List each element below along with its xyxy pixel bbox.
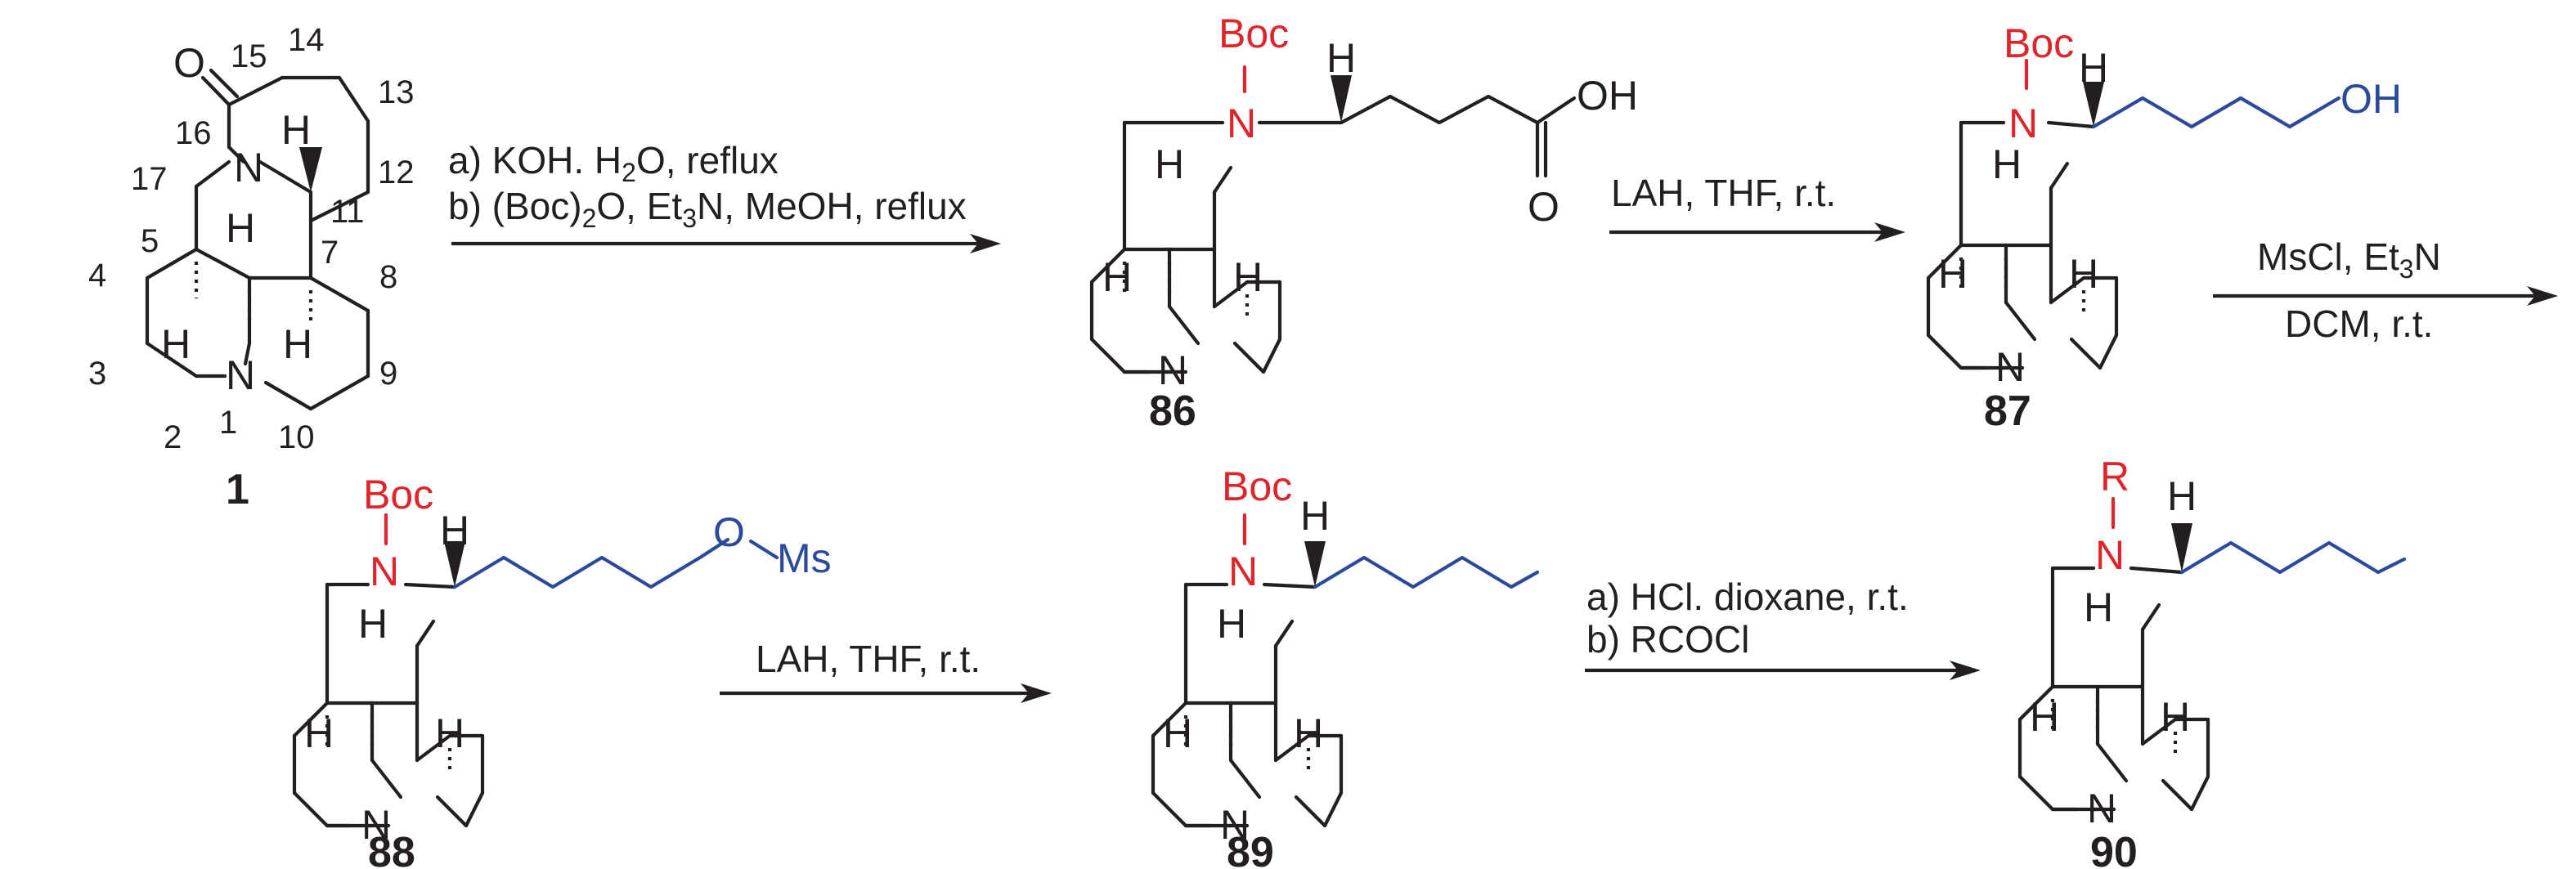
c1-pos-1: 1	[219, 405, 237, 441]
c1-pos-12: 12	[378, 155, 415, 190]
c1-h11: H	[281, 107, 311, 153]
c90-n: N	[2095, 532, 2125, 578]
compound-label-1: 1	[226, 466, 249, 513]
c1-h6: H	[226, 205, 255, 251]
c1-pos-14: 14	[288, 22, 325, 58]
compound-90: R N H H H H N 90	[2020, 454, 2407, 869]
c90-h-wedge: H	[2167, 473, 2197, 519]
c89-h-wedge: H	[1300, 493, 1330, 539]
c1-pos-4: 4	[88, 258, 106, 293]
step3-condition-top: MsCl, Et3N	[2257, 235, 2441, 284]
c87-h-left: H	[1938, 251, 1968, 297]
step4-condition: LAH, THF, r.t.	[756, 638, 981, 680]
c1-pos-2: 2	[164, 419, 182, 455]
c88-ms: Ms	[777, 535, 832, 581]
c1-pos-5: 5	[141, 223, 159, 259]
step-1: a) KOH. H2O, reflux b) (Boc)2O, Et3N, Me…	[448, 139, 1001, 253]
c1-pos-8: 8	[379, 259, 397, 295]
c87-boc: Boc	[2004, 20, 2074, 66]
c1-pos-10: 10	[278, 419, 315, 455]
c1-pos-9: 9	[379, 356, 397, 392]
c88-h-center: H	[358, 601, 388, 647]
c88-h-left: H	[304, 710, 334, 756]
c86-h-left: H	[1102, 254, 1132, 300]
c90-h-right: H	[2161, 694, 2190, 740]
c1-n1: N	[226, 352, 255, 398]
c86-h-center: H	[1155, 141, 1184, 187]
step-5: a) HCl. dioxane, r.t. b) RCOCl	[1585, 576, 1981, 680]
c89-h-left: H	[1163, 710, 1192, 756]
c87-h-wedge: H	[2079, 45, 2108, 91]
c1-pos-13: 13	[378, 74, 415, 110]
c1-carbonyl-oxygen: O	[173, 40, 205, 86]
step5-condition-a: a) HCl. dioxane, r.t.	[1586, 576, 1909, 618]
c1-pos-15: 15	[231, 38, 267, 74]
c88-boc: Boc	[363, 472, 433, 517]
step-3: MsCl, Et3N DCM, r.t.	[2213, 235, 2558, 345]
step3-condition-bottom: DCM, r.t.	[2285, 302, 2433, 345]
c88-h-wedge: H	[440, 508, 469, 553]
compound-88: Boc N H O Ms H H H N 88	[294, 472, 832, 869]
c1-pos-16: 16	[175, 115, 212, 151]
c87-n-boc: N	[2008, 101, 2038, 146]
step1-condition-a: a) KOH. H2O, reflux	[448, 139, 779, 187]
c90-r: R	[2100, 454, 2129, 499]
c1-pos-11: 11	[330, 194, 365, 230]
c88-n-boc: N	[370, 549, 399, 594]
compound-label-89: 89	[1227, 829, 1274, 869]
c1-h7: H	[283, 321, 312, 367]
c90-h-left: H	[2030, 694, 2059, 740]
c89-n-boc: N	[1228, 549, 1258, 594]
c86-acid-oh: OH	[1577, 73, 1638, 119]
step5-condition-b: b) RCOCl	[1586, 618, 1749, 661]
step2-condition: LAH, THF, r.t.	[1611, 172, 1836, 214]
c86-h-wedge: H	[1326, 35, 1356, 81]
compound-86: Boc N H OH O H H H N 86	[1092, 11, 1638, 435]
compound-label-86: 86	[1149, 387, 1196, 435]
c86-boc: Boc	[1218, 11, 1289, 56]
c87-h-center: H	[1992, 141, 2022, 187]
compound-87: Boc N H OH H H H N 87	[1928, 20, 2402, 435]
c86-acid-o: O	[1528, 184, 1560, 230]
step-4: LAH, THF, r.t.	[720, 638, 1052, 703]
compound-label-90: 90	[2090, 829, 2138, 869]
c88-n-ring: N	[361, 802, 391, 848]
step-2: LAH, THF, r.t.	[1609, 172, 1905, 242]
c88-h-right: H	[435, 710, 464, 756]
c88-o: O	[713, 509, 745, 555]
c87-oh: OH	[2340, 76, 2402, 122]
compound-label-88: 88	[368, 829, 415, 869]
c86-n-boc: N	[1227, 101, 1256, 146]
c90-h-center: H	[2084, 585, 2113, 630]
c87-n-ring: N	[1995, 344, 2025, 390]
c89-h-center: H	[1217, 601, 1246, 647]
c89-boc: Boc	[1222, 464, 1292, 509]
c87-h-right: H	[2069, 251, 2098, 297]
c1-pos-3: 3	[88, 356, 106, 392]
c1-pos-17: 17	[131, 161, 168, 197]
c89-h-right: H	[1294, 710, 1323, 756]
compound-1: O N N H H H H 15 14 13 16 12 17 11 5 7 4…	[88, 22, 415, 513]
step1-condition-b: b) (Boc)2O, Et3N, MeOH, reflux	[448, 185, 967, 233]
c1-pos-7: 7	[321, 235, 339, 271]
c90-n-ring: N	[2087, 786, 2116, 831]
c89-n-ring: N	[1220, 802, 1250, 848]
c86-n-ring: N	[1158, 347, 1187, 393]
c86-h-right: H	[1233, 254, 1263, 300]
c1-n16: N	[234, 145, 263, 190]
compound-89: Boc N H H H H N 89	[1153, 464, 1540, 869]
c1-h5: H	[161, 321, 191, 367]
compound-label-87: 87	[1984, 387, 2031, 435]
